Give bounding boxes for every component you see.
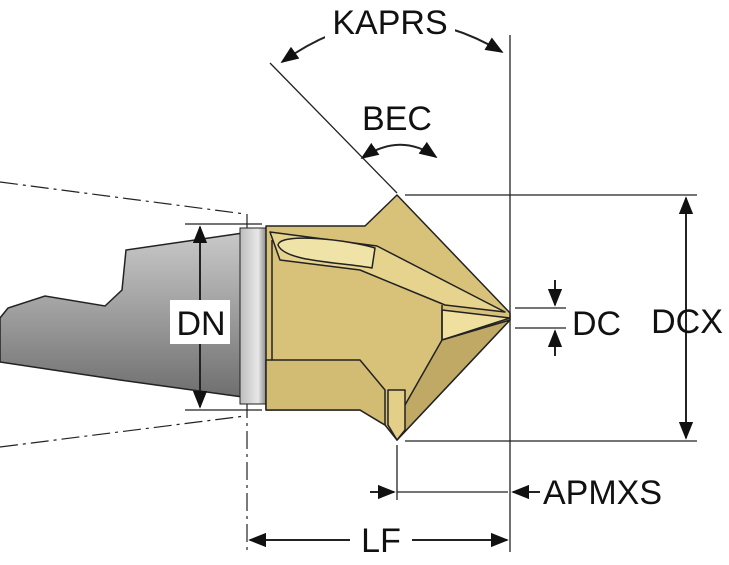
label-dcx: DCX bbox=[651, 303, 723, 341]
label-kaprs: KAPRS bbox=[332, 4, 447, 42]
label-bec: BEC bbox=[362, 100, 432, 138]
tool-shank bbox=[0, 227, 267, 405]
label-lf: LF bbox=[361, 522, 401, 560]
drill-insert bbox=[265, 194, 511, 441]
label-dc: DC bbox=[572, 305, 621, 343]
label-apmxs: APMXS bbox=[543, 474, 662, 512]
label-dn: DN bbox=[176, 305, 225, 343]
